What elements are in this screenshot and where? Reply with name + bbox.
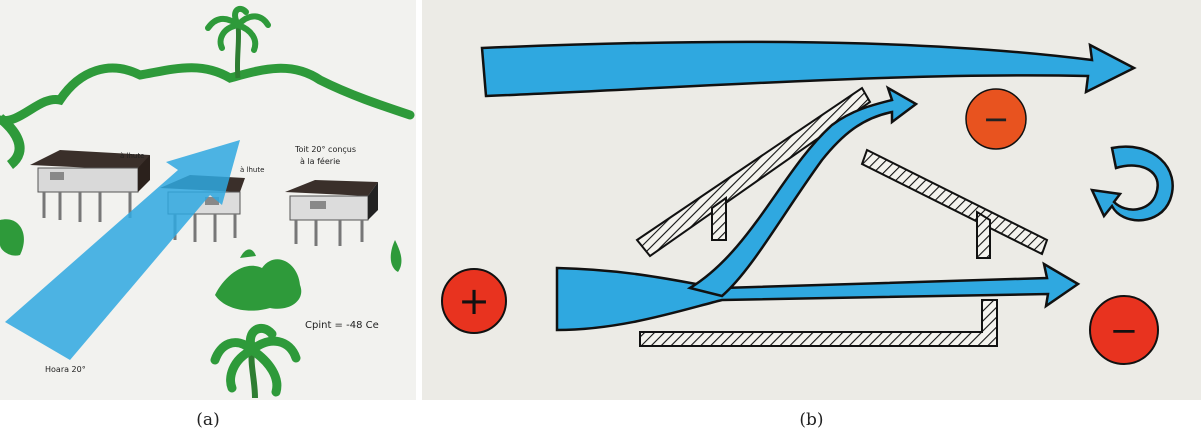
positive-pressure-marker: + [442,269,506,333]
negative-pressure-sign-bottom: − [1110,311,1139,351]
house-note-line1: Toit 20° conçus [294,145,356,154]
panel-a-drawing: Toit 20° conçus à la féerie à lhute à lh… [0,0,416,400]
panel-b: + − − [422,0,1201,400]
caption-b: (b) [422,410,1201,430]
panel-a: Toit 20° conçus à la féerie à lhute à lh… [0,0,416,400]
small-note-2: à lhute [240,166,264,174]
panel-b-drawing: + − − [422,0,1201,400]
formula-label: Cpint = -48 Ce [305,320,379,331]
negative-pressure-sign-top: − [983,100,1010,138]
small-note-1: à lhute [120,152,144,160]
wind-label: Hoara 20° [45,365,86,374]
negative-pressure-marker-top: − [966,89,1026,149]
house-note-line2: à la féerie [300,156,340,166]
positive-pressure-sign: + [458,279,490,323]
negative-pressure-marker-bottom: − [1090,296,1158,364]
caption-a: (a) [0,410,416,430]
